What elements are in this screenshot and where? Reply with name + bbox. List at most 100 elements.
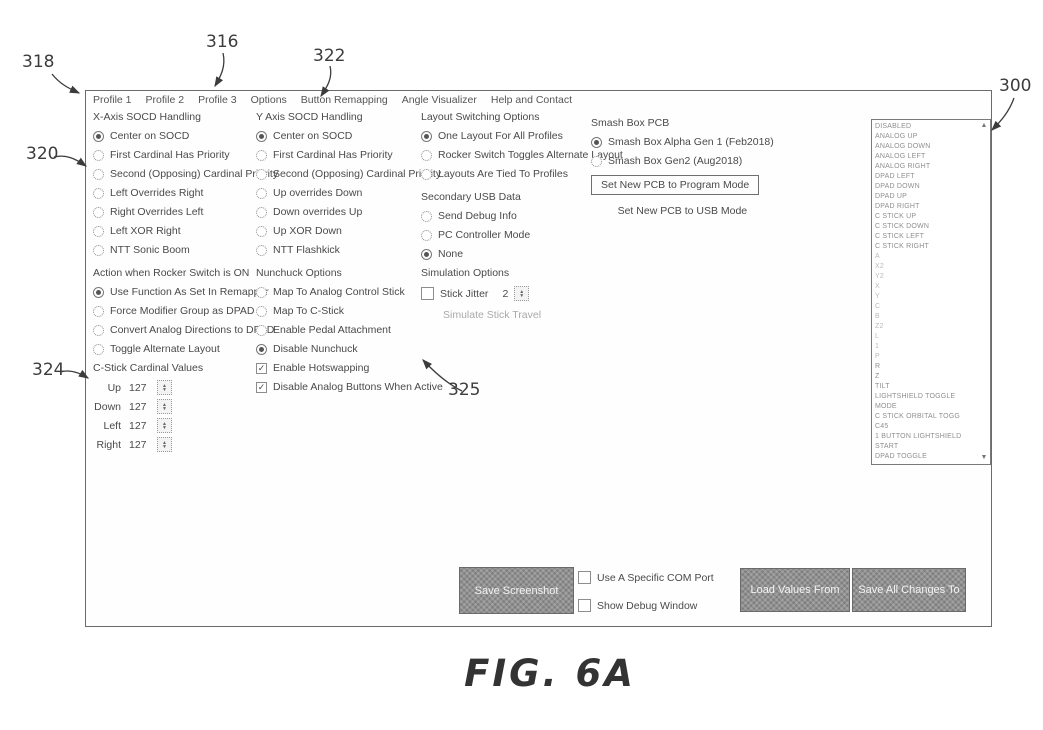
menu-profile-2[interactable]: Profile 2: [145, 94, 185, 106]
list-item[interactable]: C STICK DOWN: [875, 223, 930, 230]
menu-options[interactable]: Options: [250, 94, 287, 106]
spinner-down-icon[interactable]: ▼: [162, 386, 167, 393]
spinner-up-icon[interactable]: ▲: [162, 420, 167, 427]
list-item[interactable]: Z2: [875, 323, 884, 330]
radio-pcb-gen2[interactable]: Smash Box Gen2 (Aug2018): [591, 155, 774, 167]
scroll-up-icon[interactable]: ▲: [980, 122, 988, 129]
list-item[interactable]: DPAD RIGHT: [875, 203, 920, 210]
radio-x-second-cardinal[interactable]: Second (Opposing) Cardinal Priority: [93, 168, 278, 180]
list-item[interactable]: C STICK ORBITAL TOGG: [875, 413, 961, 420]
radio-y-first-cardinal[interactable]: First Cardinal Has Priority: [256, 149, 441, 161]
spinner-up-icon[interactable]: ▲: [162, 439, 167, 446]
cstick-down-value[interactable]: 127: [129, 400, 147, 413]
spinner-down-icon[interactable]: ▼: [162, 405, 167, 412]
radio-pc-controller[interactable]: PC Controller Mode: [421, 229, 530, 241]
radio-y-second-cardinal[interactable]: Second (Opposing) Cardinal Priority: [256, 168, 441, 180]
checkbox-com-port[interactable]: Use A Specific COM Port: [578, 571, 714, 584]
set-pcb-usb-mode-button[interactable]: Set New PCB to USB Mode: [617, 205, 748, 217]
radio-map-analog-stick[interactable]: Map To Analog Control Stick: [256, 286, 443, 298]
listbox-scrollbar[interactable]: ▲ ▼: [978, 120, 990, 464]
list-item[interactable]: ANALOG DOWN: [875, 143, 931, 150]
list-item[interactable]: ANALOG LEFT: [875, 153, 926, 160]
radio-y-up-overrides[interactable]: Up overrides Down: [256, 187, 441, 199]
radio-map-cstick[interactable]: Map To C-Stick: [256, 305, 443, 317]
list-item[interactable]: START: [875, 443, 899, 450]
load-values-button[interactable]: Load Values From: [740, 568, 850, 612]
list-item[interactable]: 1 BUTTON LIGHTSHIELD: [875, 433, 962, 440]
list-item[interactable]: DISABLED: [875, 123, 912, 130]
radio-toggle-alternate[interactable]: Toggle Alternate Layout: [93, 343, 274, 355]
list-item[interactable]: P: [875, 353, 880, 360]
cstick-up-value[interactable]: 127: [129, 381, 147, 394]
spinner-up-icon[interactable]: ▲: [162, 382, 167, 389]
stick-jitter-spinner[interactable]: ▲▼: [514, 286, 530, 301]
radio-layouts-tied[interactable]: Layouts Are Tied To Profiles: [421, 168, 623, 180]
list-item[interactable]: MODE: [875, 403, 897, 410]
spinner-up-icon[interactable]: ▲: [519, 288, 525, 295]
menu-profile-1[interactable]: Profile 1: [93, 94, 132, 106]
menu-help-and-contact[interactable]: Help and Contact: [490, 94, 573, 106]
menu-profile-3[interactable]: Profile 3: [198, 94, 237, 106]
radio-one-layout[interactable]: One Layout For All Profiles: [421, 130, 623, 142]
radio-y-xor[interactable]: Up XOR Down: [256, 225, 441, 237]
radio-convert-analog[interactable]: Convert Analog Directions to DPAD: [93, 324, 274, 336]
set-pcb-program-mode-button[interactable]: Set New PCB to Program Mode: [591, 175, 760, 195]
scroll-down-icon[interactable]: ▼: [980, 454, 988, 461]
list-item[interactable]: DPAD DOWN: [875, 183, 920, 190]
stick-jitter-value[interactable]: 2: [502, 287, 509, 300]
radio-x-right-overrides[interactable]: Right Overrides Left: [93, 206, 278, 218]
cstick-right-spinner[interactable]: ▲▼: [157, 437, 172, 452]
list-item[interactable]: ANALOG UP: [875, 133, 918, 140]
spinner-down-icon[interactable]: ▼: [162, 443, 167, 450]
radio-enable-pedal[interactable]: Enable Pedal Attachment: [256, 324, 443, 336]
radio-x-ntt[interactable]: NTT Sonic Boom: [93, 244, 278, 256]
menu-button-remapping[interactable]: Button Remapping: [300, 94, 388, 106]
list-item[interactable]: ANALOG RIGHT: [875, 163, 931, 170]
menu-angle-visualizer[interactable]: Angle Visualizer: [401, 94, 477, 106]
cstick-right-value[interactable]: 127: [129, 438, 147, 451]
radio-use-remapper[interactable]: Use Function As Set In Remapper: [93, 286, 274, 298]
save-screenshot-button[interactable]: Save Screenshot: [459, 567, 574, 614]
save-all-changes-button[interactable]: Save All Changes To: [852, 568, 966, 612]
radio-y-ntt[interactable]: NTT Flashkick: [256, 244, 441, 256]
cstick-left-spinner[interactable]: ▲▼: [157, 418, 172, 433]
list-item[interactable]: X: [875, 283, 880, 290]
list-item[interactable]: X2: [875, 263, 884, 270]
list-item[interactable]: L: [875, 333, 880, 340]
list-item[interactable]: 1: [875, 343, 880, 350]
checkbox-disable-analog-buttons[interactable]: Disable Analog Buttons When Active: [256, 381, 443, 393]
list-item[interactable]: DPAD TOGGLE: [875, 453, 927, 460]
list-item[interactable]: B: [875, 313, 880, 320]
spinner-down-icon[interactable]: ▼: [162, 424, 167, 431]
list-item[interactable]: Z: [875, 373, 880, 380]
cstick-down-spinner[interactable]: ▲▼: [157, 399, 172, 414]
radio-force-modifier[interactable]: Force Modifier Group as DPAD: [93, 305, 274, 317]
radio-x-xor[interactable]: Left XOR Right: [93, 225, 278, 237]
list-item[interactable]: LIGHTSHIELD TOGGLE: [875, 393, 956, 400]
list-item[interactable]: R: [875, 363, 881, 370]
radio-send-debug[interactable]: Send Debug Info: [421, 210, 530, 222]
radio-disable-nunchuck[interactable]: Disable Nunchuck: [256, 343, 443, 355]
radio-x-first-cardinal[interactable]: First Cardinal Has Priority: [93, 149, 278, 161]
list-item[interactable]: C45: [875, 423, 889, 430]
radio-x-left-overrides[interactable]: Left Overrides Right: [93, 187, 278, 199]
radio-pcb-alpha-gen1[interactable]: Smash Box Alpha Gen 1 (Feb2018): [591, 136, 774, 148]
radio-usb-none[interactable]: None: [421, 248, 530, 260]
function-listbox[interactable]: DISABLED ANALOG UP ANALOG DOWN ANALOG LE…: [871, 119, 991, 465]
checkbox-stick-jitter[interactable]: Stick Jitter 2 ▲▼: [421, 286, 541, 301]
list-item[interactable]: TILT: [875, 383, 890, 390]
cstick-left-value[interactable]: 127: [129, 419, 147, 432]
radio-y-center-socd[interactable]: Center on SOCD: [256, 130, 441, 142]
list-item[interactable]: DPAD UP: [875, 193, 907, 200]
list-item[interactable]: C STICK UP: [875, 213, 917, 220]
spinner-down-icon[interactable]: ▼: [519, 292, 525, 299]
radio-rocker-toggles[interactable]: Rocker Switch Toggles Alternate Layout: [421, 149, 623, 161]
list-item[interactable]: C STICK LEFT: [875, 233, 925, 240]
radio-x-center-socd[interactable]: Center on SOCD: [93, 130, 278, 142]
spinner-up-icon[interactable]: ▲: [162, 401, 167, 408]
list-item[interactable]: DPAD LEFT: [875, 173, 915, 180]
list-item[interactable]: Y2: [875, 273, 884, 280]
list-item[interactable]: A: [875, 253, 880, 260]
list-item[interactable]: C: [875, 303, 881, 310]
list-item[interactable]: C STICK RIGHT: [875, 243, 929, 250]
